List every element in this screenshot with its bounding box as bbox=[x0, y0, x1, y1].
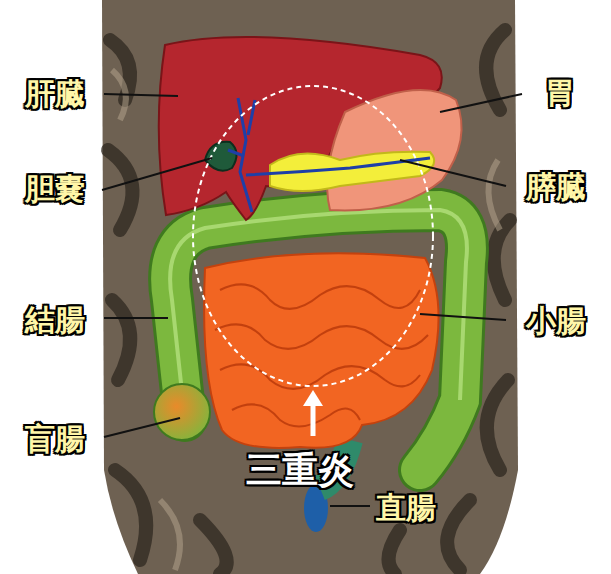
inflammation-region bbox=[193, 86, 433, 386]
organ-label: 小腸 bbox=[526, 304, 586, 337]
gallbladder bbox=[205, 142, 237, 171]
cat-fur bbox=[102, 0, 518, 574]
leader-lines bbox=[102, 94, 522, 506]
organ-label: 結腸 bbox=[25, 303, 85, 336]
pointer-arrowhead bbox=[303, 390, 323, 406]
organ-label: 胃 bbox=[545, 76, 575, 109]
organ-label: 直腸 bbox=[376, 491, 436, 524]
cecum bbox=[154, 384, 210, 440]
organ-label: 膵臓 bbox=[526, 170, 586, 203]
small-intestine bbox=[204, 253, 438, 448]
organ-label: 胆嚢 bbox=[25, 172, 85, 205]
callout-label: 三重炎 bbox=[246, 450, 354, 490]
stomach bbox=[327, 90, 461, 211]
organ-label: 肝臓 bbox=[25, 77, 85, 110]
intestine-folds bbox=[215, 284, 428, 426]
organ-label: 盲腸 bbox=[25, 422, 85, 455]
fur-stripes bbox=[108, 30, 510, 574]
colon bbox=[170, 210, 467, 470]
colon-outline bbox=[170, 210, 467, 470]
bile-duct bbox=[228, 98, 430, 212]
pointer-arrow bbox=[311, 404, 316, 436]
